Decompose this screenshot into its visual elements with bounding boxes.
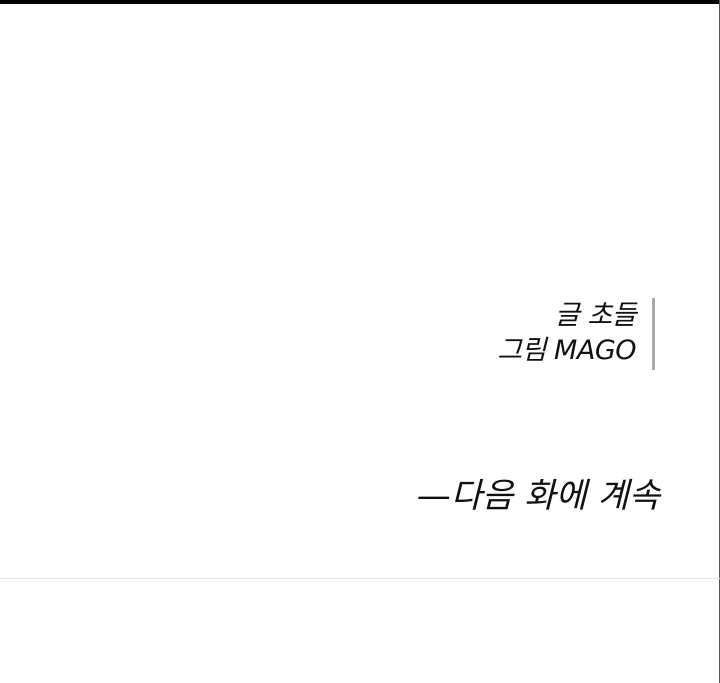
- writer-credit: 글 초들: [554, 300, 637, 331]
- to-be-continued-text: —다음 화에 계속: [416, 476, 660, 516]
- credits: 글 초들 그림 MAGO: [497, 298, 636, 368]
- credit-divider-bar: [652, 298, 655, 370]
- artist-credit: 그림 MAGO: [497, 335, 636, 366]
- panel-divider: [0, 578, 720, 579]
- top-bar: [0, 0, 720, 4]
